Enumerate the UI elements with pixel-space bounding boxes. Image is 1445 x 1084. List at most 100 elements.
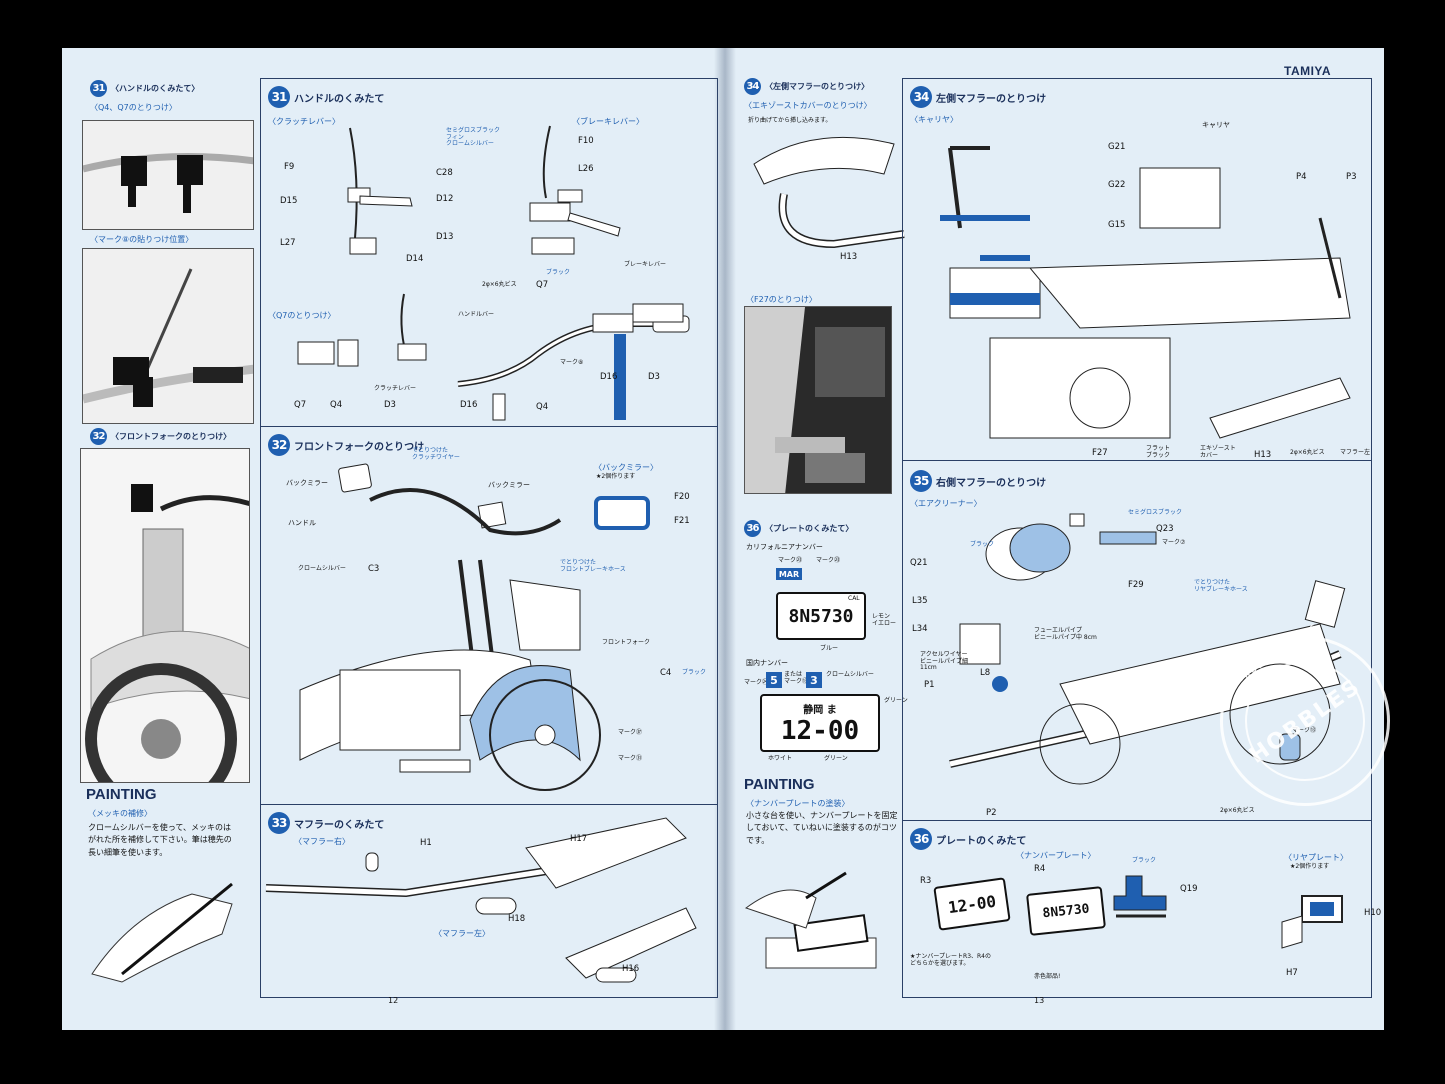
sidebar-sub-q4q7: 〈Q4、Q7のとりつけ〉: [90, 103, 177, 112]
label-accel-wire: アクセルワイヤー ビニールパイプ細 11cm: [920, 651, 969, 672]
part-d3-b: D3: [648, 372, 660, 382]
label-carrier: キャリヤ: [1202, 121, 1230, 129]
painting-title-left: PAINTING: [86, 786, 157, 803]
sidebar-step-31: 31 〈ハンドルのくみたて〉: [90, 80, 199, 97]
part-h13-b: H13: [1254, 450, 1272, 460]
mar-badge: MAR: [776, 568, 802, 580]
part-p3: P3: [1346, 172, 1357, 182]
step-number: 35: [910, 470, 932, 492]
part-d14: D14: [406, 254, 424, 264]
step-34a-header: 34 〈左側マフラーのとりつけ〉: [744, 78, 869, 95]
part-f27: F27: [1092, 448, 1108, 458]
sub-rear-plate: 〈リヤプレート〉: [1284, 853, 1348, 862]
plate-r3-number: 12-00: [946, 891, 998, 917]
step-title: フロントフォークのとりつけ: [294, 441, 425, 453]
mirror-part-drawing: [594, 496, 650, 530]
label-screw-35: 2φ×6丸ビス: [1220, 807, 1255, 814]
part-l27: L27: [280, 238, 296, 248]
step-number: 34: [744, 78, 761, 95]
note-black: ブラック: [546, 269, 571, 276]
sub-exhaust-cover: 〈エキゾーストカバーのとりつけ〉: [744, 101, 872, 110]
lever-photo-illustration: [83, 268, 253, 407]
label-green-2: グリーン: [824, 755, 848, 762]
part-h16: H16: [622, 964, 640, 974]
step-title: 〈ハンドルのくみたて〉: [111, 84, 200, 93]
label-front-brake-hose: でとりつけた フロントブレーキホース: [560, 559, 626, 573]
label-lemon-yellow: レモン イエロー: [872, 613, 896, 627]
bracket-q19-drawing: [1113, 875, 1167, 918]
step-32-header: 32 フロントフォークのとりつけ: [268, 434, 424, 456]
painting-title-right: PAINTING: [744, 776, 815, 793]
part-p1: P1: [924, 680, 935, 690]
label-mark7: マーク⑦: [1162, 539, 1186, 546]
step-36b-header: 36 プレートのくみたて: [910, 828, 1026, 850]
label-muffler-left: マフラー左: [1340, 449, 1371, 456]
label-mirror-1: バックミラー: [286, 479, 328, 487]
label-screw-34: 2φ×6丸ビス: [1290, 449, 1325, 456]
sub-carrier: 〈キャリヤ〉: [910, 115, 958, 124]
page-number-right: 13: [1034, 996, 1045, 1005]
part-d16-a: D16: [460, 400, 478, 410]
step-title: 〈プレートのくみたて〉: [765, 524, 854, 533]
painting-sub-right: 〈ナンバープレートの塗装〉: [746, 799, 850, 808]
step34-motorcycle-drawing: [940, 146, 1351, 439]
part-g22: G22: [1108, 180, 1126, 190]
part-f29: F29: [1128, 580, 1144, 590]
part-h17: H17: [570, 834, 588, 844]
spread-gutter: [714, 48, 736, 1030]
sidebar-sub-mark8: 〈マーク⑧の貼りつけ位置〉: [90, 235, 194, 244]
note-fold: 折り曲げてから挿し込みます。: [748, 117, 832, 124]
step-title: 右側マフラーのとりつけ: [936, 477, 1047, 489]
sub-q7: 〈Q7のとりつけ〉: [268, 311, 336, 320]
sub-number-plate: 〈ナンバープレート〉: [1016, 851, 1096, 860]
label-mark-c: マーク㉔: [744, 679, 769, 686]
step-number: 34: [910, 86, 932, 108]
part-f9: F9: [284, 162, 295, 172]
sub-clutch-lever: 〈クラッチレバー〉: [268, 117, 340, 126]
step-title: 〈左側マフラーのとりつけ〉: [765, 82, 870, 91]
part-f21: F21: [674, 516, 690, 526]
label-mark-b: マーク㉓: [816, 557, 841, 564]
label-clutch-wire: でとりつけた クラッチワイヤー: [412, 447, 460, 461]
part-q7-b: Q7: [536, 280, 549, 290]
part-l35: L35: [912, 596, 928, 606]
part-h1: H1: [420, 838, 432, 848]
label-mark37: マーク㊲: [618, 729, 643, 736]
label-domestic-plate: 国内ナンバー: [746, 659, 788, 667]
label-mark-a: マーク㉓: [778, 557, 803, 564]
label-blue: ブルー: [820, 645, 839, 652]
f27-photo-illustration: [745, 307, 891, 493]
step-number: 32: [90, 428, 107, 445]
divider-35-36: [902, 820, 1372, 821]
handlebar-photo-illustration: [83, 153, 253, 213]
label-rear-brake-hose: でとりつけた リヤブレーキホース: [1194, 579, 1248, 593]
step31-lever-drawing: [347, 125, 621, 255]
note-screw: 2φ×6丸ビス: [482, 281, 517, 288]
part-f10: F10: [578, 136, 594, 146]
label-mirror-2: バックミラー: [488, 481, 530, 489]
note-choose-plate: ★ナンバープレートR3、R4の どちらかを選びます。: [910, 953, 991, 967]
step-33-header: 33 マフラーのくみたて: [268, 812, 384, 834]
brand-logo: TAMIYA: [1284, 64, 1332, 78]
step-title: 〈フロントフォークのとりつけ〉: [111, 432, 232, 441]
sidebar-step-32: 32 〈フロントフォークのとりつけ〉: [90, 428, 231, 445]
part-l34: L34: [912, 624, 928, 634]
sub-air-cleaner: 〈エアクリーナー〉: [910, 499, 982, 508]
part-l26: L26: [578, 164, 594, 174]
note-mark8: マーク⑧: [560, 359, 584, 366]
exhaust-cover-drawing: [753, 136, 905, 249]
label-exhaust-cover: エキゾースト カバー: [1200, 445, 1236, 459]
sub-muffler-right: 〈マフラー右〉: [294, 837, 350, 846]
part-q21: Q21: [910, 558, 928, 568]
california-plate: 8N5730: [776, 592, 866, 640]
part-l8: L8: [980, 668, 991, 678]
painting-text-left: クロームシルバーを使って、メッキのはがれた所を補修して下さい。筆は穂先の長い細筆…: [88, 823, 232, 857]
step-36a-header: 36 〈プレートのくみたて〉: [744, 520, 853, 537]
label-front-fork: フロントフォーク: [602, 639, 651, 646]
plate-painting-illustration: [744, 871, 877, 969]
part-q23: Q23: [1156, 524, 1174, 534]
part-h13-a: H13: [840, 252, 858, 262]
label-chrome-silver-plate: クロームシルバー: [826, 671, 874, 678]
label-mark-r: マーク⑬: [1292, 727, 1317, 734]
painting-text-right: 小さな台を使い、ナンバープレートを固定しておいて、ていねいに塗装するのがコツです…: [746, 811, 898, 845]
